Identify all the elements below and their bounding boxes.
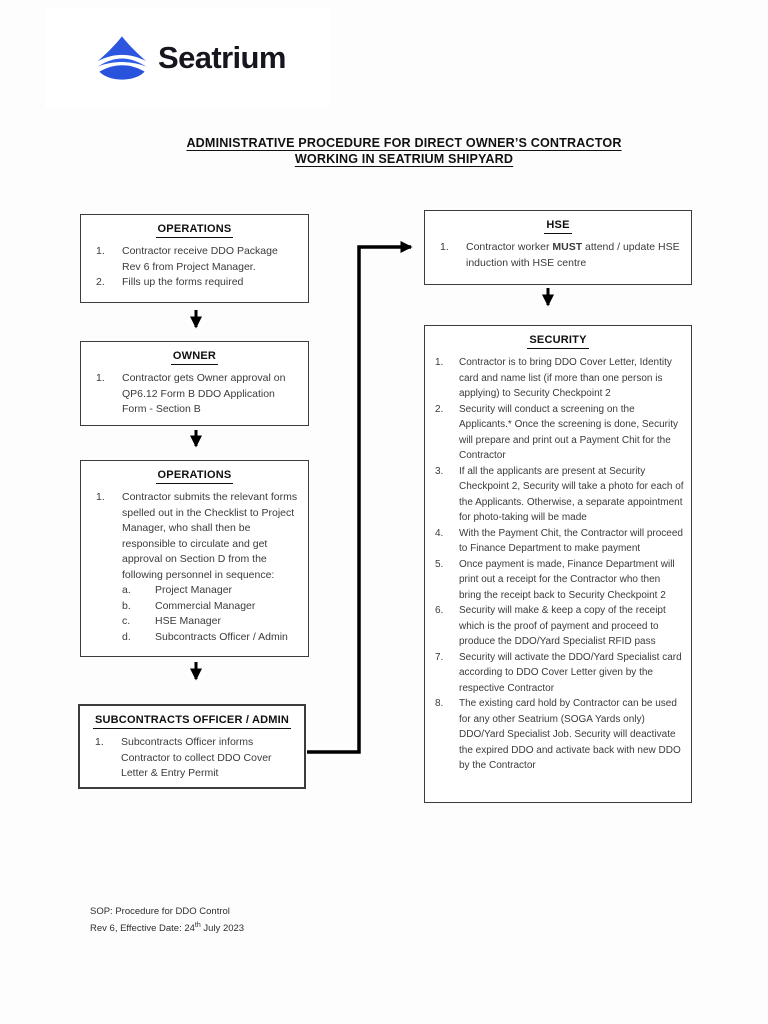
list-item: 4. With the Payment Chit, the Contractor… <box>435 527 683 555</box>
sub-list-item: b. Commercial Manager <box>122 599 256 612</box>
list-item: 1. Contractor gets Owner approval on QP6… <box>96 372 286 415</box>
seatrium-logo: Seatrium <box>45 8 330 108</box>
list-item: 5. Once payment is made, Finance Departm… <box>435 558 675 601</box>
flow-box-operations-2: OPERATIONS 1. Contractor submits the rel… <box>80 460 309 657</box>
list-item: 1. Contractor worker MUST attend / updat… <box>440 241 680 269</box>
box-heading: SUBCONTRACTS OFFICER / ADMIN <box>80 714 304 729</box>
sub-list: a. Project Manager b. Commercial Manager… <box>122 583 298 645</box>
page-title: ADMINISTRATIVE PROCEDURE FOR DIRECT OWNE… <box>40 135 768 167</box>
connector-subcontracts-to-hse <box>307 241 413 754</box>
footer-rev-line: Rev 6, Effective Date: 24th July 2023 <box>90 921 245 934</box>
box-heading: OPERATIONS <box>81 223 308 238</box>
box-heading: HSE <box>425 219 691 234</box>
list-item: 1. Contractor is to bring DDO Cover Lett… <box>435 357 672 399</box>
box-heading: SECURITY <box>425 334 691 349</box>
brand-name: Seatrium <box>158 40 286 75</box>
sub-list-item: c. HSE Manager <box>122 615 221 627</box>
flow-box-subcontracts-officer: SUBCONTRACTS OFFICER / ADMIN 1. Subcontr… <box>78 704 306 789</box>
list-item: 2. Fills up the forms required <box>96 276 244 288</box>
flow-box-owner: OWNER 1. Contractor gets Owner approval … <box>80 341 309 426</box>
page-title-line1: ADMINISTRATIVE PROCEDURE FOR DIRECT OWNE… <box>186 136 622 150</box>
list-item: 3. If all the applicants are present at … <box>435 465 684 524</box>
page-footer: SOP: Procedure for DDO Control Rev 6, Ef… <box>90 905 244 935</box>
flow-box-security: SECURITY 1. Contractor is to bring DDO C… <box>424 325 692 803</box>
list-item: 1. Contractor submits the relevant forms… <box>96 491 298 581</box>
flow-box-operations-1: OPERATIONS 1. Contractor receive DDO Pac… <box>80 214 309 303</box>
seatrium-waves-icon <box>97 36 147 80</box>
sub-list-item: a. Project Manager <box>122 584 233 596</box>
list-item: 1. Subcontracts Officer informs Contract… <box>95 736 272 779</box>
box-heading: OWNER <box>81 350 308 365</box>
list-item: 7. Security will activate the DDO/Yard S… <box>435 651 682 694</box>
list-item: 8. The existing card hold by Contractor … <box>435 698 681 771</box>
list-item: 6. Security will make & keep a copy of t… <box>435 605 666 647</box>
box-heading: OPERATIONS <box>81 469 308 484</box>
sub-list-item: d. Subcontracts Officer / Admin <box>122 630 288 643</box>
list-item: 2. Security will conduct a screening on … <box>435 403 679 462</box>
flow-box-hse: HSE 1. Contractor worker MUST attend / u… <box>424 210 692 285</box>
page-title-line2: WORKING IN SEATRIUM SHIPYARD <box>294 152 514 166</box>
footer-sop-line: SOP: Procedure for DDO Control <box>90 906 230 917</box>
list-item: 1. Contractor receive DDO Package Rev 6 … <box>96 245 278 273</box>
